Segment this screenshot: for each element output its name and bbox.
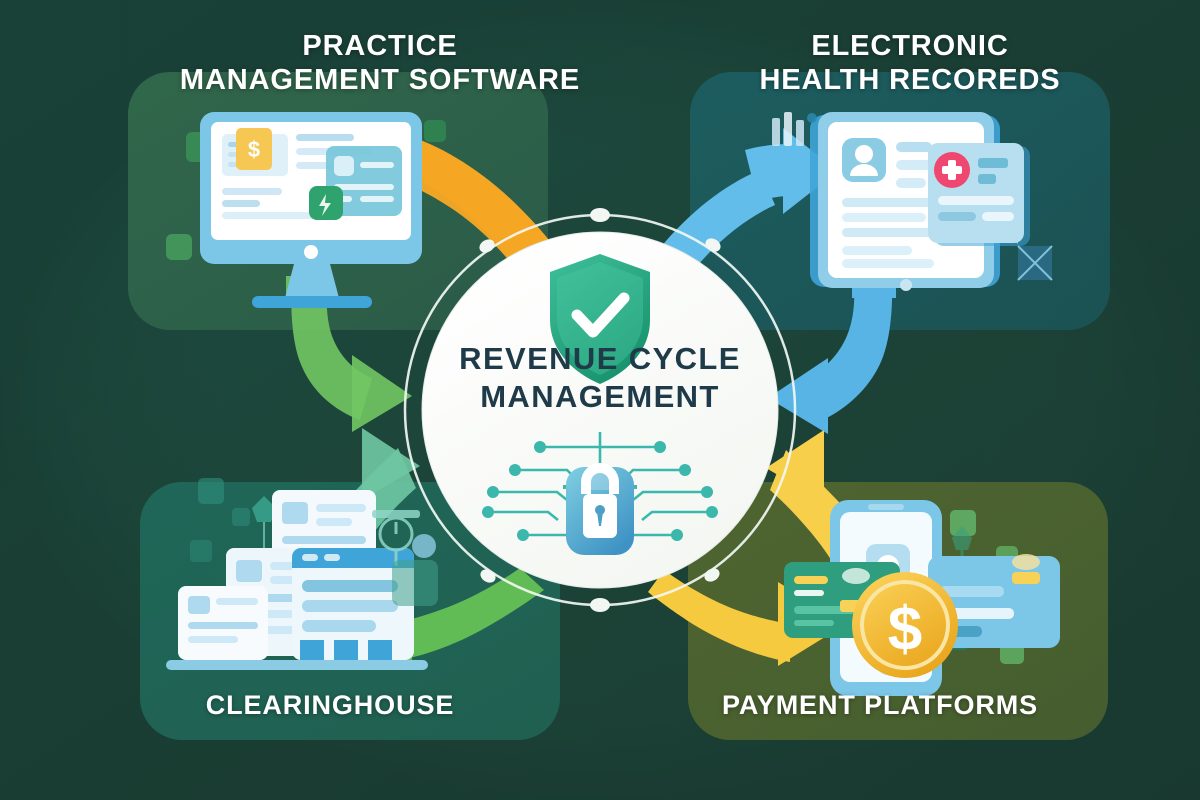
circuit-lock-icon — [482, 432, 718, 541]
label-electronic-health-records: ELECTRONIC HEALTH RECOREDS — [700, 30, 1120, 97]
label-line-1: ELECTRONIC — [811, 30, 1009, 62]
label-line-2: MANAGEMENT SOFTWARE — [179, 63, 581, 96]
center-hub — [403, 208, 797, 612]
label-line-1: PAYMENT PLATFORMS — [722, 690, 1038, 720]
lock-body-icon — [566, 463, 634, 555]
label-practice-management-software: PRACTICE MANAGEMENT SOFTWARE — [170, 30, 590, 97]
label-payment-platforms: PAYMENT PLATFORMS — [660, 690, 1100, 721]
stacked-documents-icon — [166, 478, 438, 670]
label-line-1: CLEARINGHOUSE — [205, 690, 455, 720]
center-title-line-1: REVENUE CYCLE — [459, 341, 741, 376]
ring-nodes — [479, 208, 721, 612]
label-clearinghouse: CLEARINGHOUSE — [120, 690, 540, 721]
center-title-line-2: MANAGEMENT — [480, 378, 720, 414]
shield-check-icon — [550, 254, 650, 384]
label-line-1: PRACTICE — [302, 30, 458, 62]
svg-text:$: $ — [888, 595, 922, 664]
label-line-2: HEALTH RECOREDS — [759, 63, 1061, 96]
svg-text:$: $ — [248, 137, 260, 162]
phone-cards-coin-icon: $ — [784, 500, 1060, 696]
desktop-monitor-dashboard-icon: $ — [166, 112, 446, 308]
center-title: REVENUE CYCLE MANAGEMENT — [430, 340, 770, 416]
tablet-patient-record-icon — [772, 112, 1053, 291]
